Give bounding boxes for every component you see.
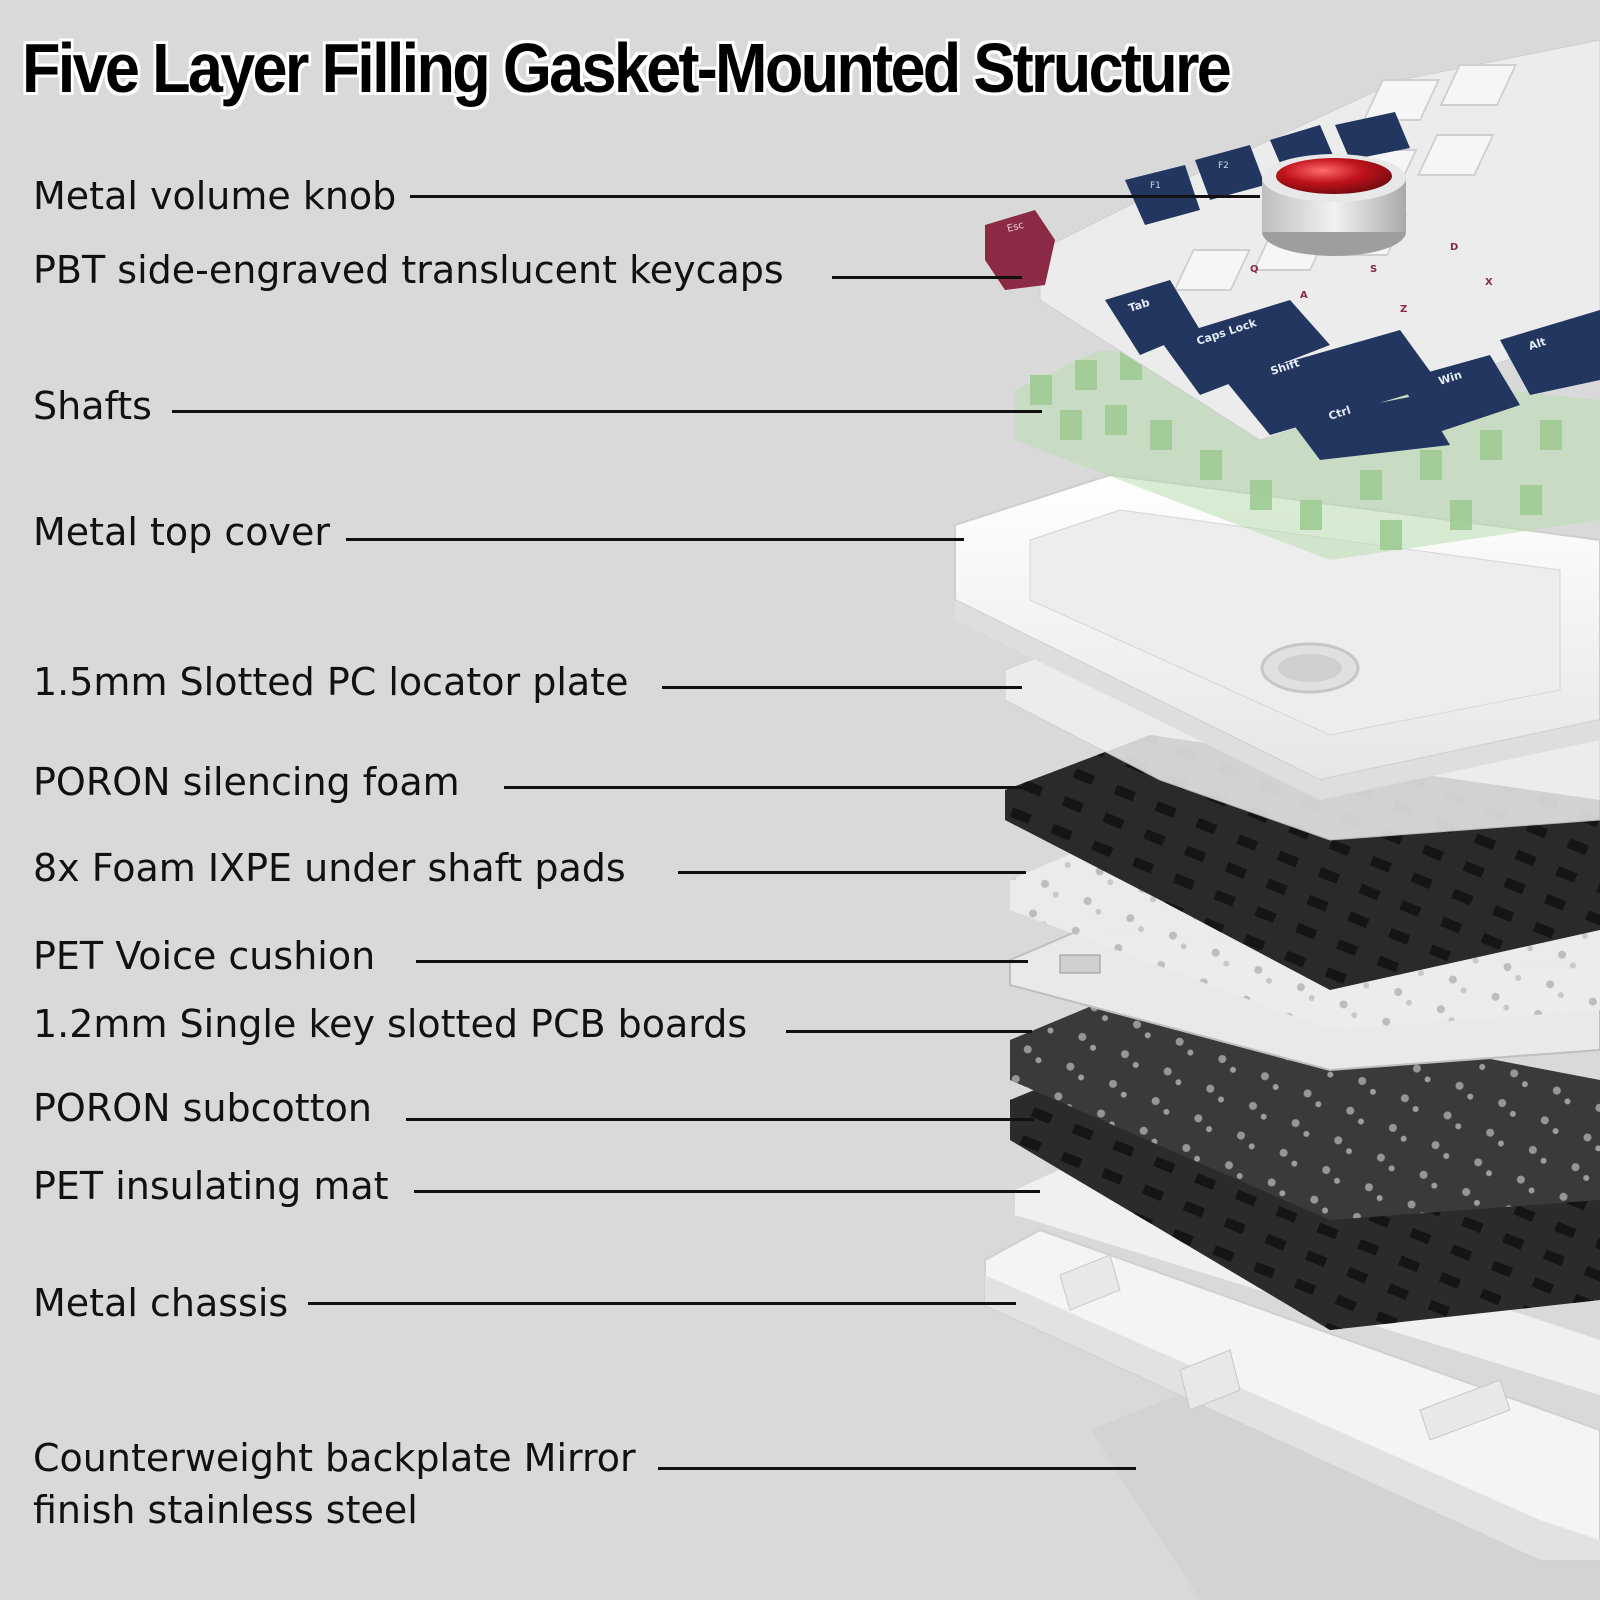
leader-line-pc-plate — [662, 686, 1022, 689]
counterweight-backplate-shape — [1090, 1370, 1600, 1600]
label-ixpe-foam-pads: 8x Foam IXPE under shaft pads — [33, 846, 626, 890]
keycap-f1-legend: F1 — [1150, 181, 1161, 191]
leader-line-voice-cushion — [416, 960, 1028, 963]
keycap-alt-legend: Alt — [1527, 335, 1548, 353]
leader-line-pcb — [786, 1030, 1032, 1033]
label-pbt-keycaps: PBT side-engraved translucent keycaps — [33, 248, 784, 292]
keycap-d-legend: D — [1450, 242, 1458, 253]
keycap-s-legend: S — [1370, 264, 1377, 275]
leader-line-insulating-mat — [414, 1190, 1040, 1193]
pcb-board-shape — [1010, 990, 1600, 1220]
label-metal-chassis: Metal chassis — [33, 1281, 289, 1325]
metal-chassis-shape — [984, 1228, 1600, 1561]
label-pc-locator-plate: 1.5mm Slotted PC locator plate — [33, 660, 629, 704]
label-pcb-boards: 1.2mm Single key slotted PCB boards — [33, 1002, 748, 1046]
leader-line-volume-knob — [410, 195, 1260, 198]
leader-line-shafts — [172, 410, 1042, 413]
label-metal-volume-knob: Metal volume knob — [33, 174, 397, 218]
leader-line-subcotton — [406, 1118, 1034, 1121]
leader-line-keycaps — [832, 276, 1022, 279]
keycap-q-legend: Q — [1250, 264, 1259, 275]
label-counterweight-backplate-line2: finish stainless steel — [33, 1488, 418, 1532]
label-pet-voice-cushion: PET Voice cushion — [33, 934, 376, 978]
label-counterweight-backplate-line1: Counterweight backplate Mirror — [33, 1436, 636, 1480]
keycap-z-legend: Z — [1400, 304, 1407, 315]
label-poron-silencing-foam: PORON silencing foam — [33, 760, 460, 804]
keycap-a-legend: A — [1300, 290, 1308, 301]
page-title: Five Layer Filling Gasket-Mounted Struct… — [22, 29, 1232, 107]
leader-line-backplate — [658, 1467, 1136, 1470]
keycap-tab-legend: Tab — [1127, 296, 1151, 315]
leader-line-silencing-foam — [504, 786, 1022, 789]
leader-line-chassis — [308, 1302, 1016, 1305]
leader-line-top-cover — [346, 538, 964, 541]
leader-line-ixpe-foam — [678, 871, 1026, 874]
label-pet-insulating-mat: PET insulating mat — [33, 1164, 389, 1208]
keycap-f2-legend: F2 — [1218, 161, 1229, 171]
keycap-esc-legend: Esc — [1006, 220, 1025, 235]
label-poron-subcotton: PORON subcotton — [33, 1086, 372, 1130]
label-shafts: Shafts — [33, 384, 152, 428]
volume-knob-shape — [1262, 154, 1406, 256]
keycap-x-legend: X — [1485, 277, 1493, 288]
metal-top-cover-shape — [954, 473, 1600, 800]
label-metal-top-cover: Metal top cover — [33, 510, 330, 554]
